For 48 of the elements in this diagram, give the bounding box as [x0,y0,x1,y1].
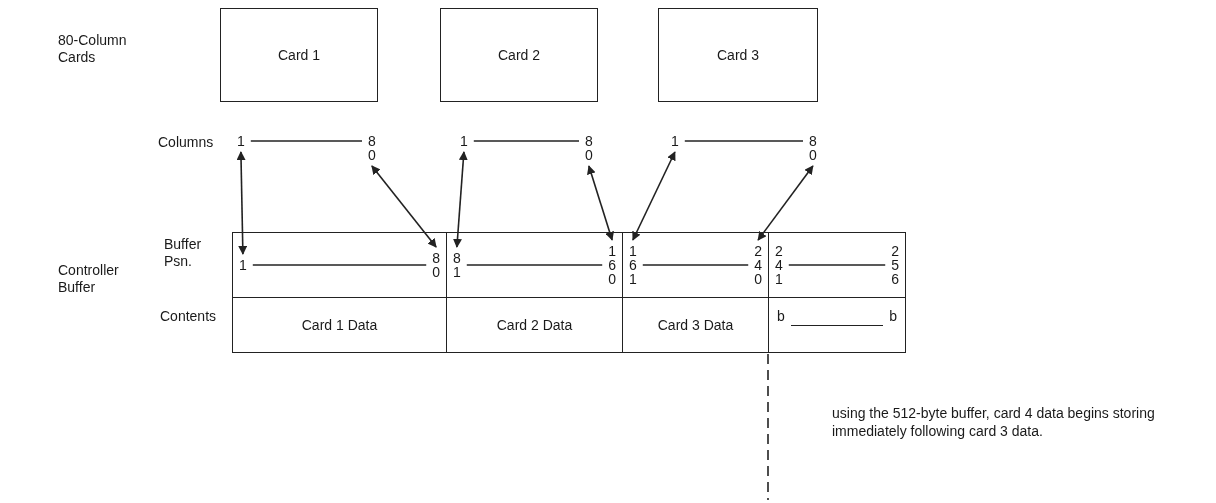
row-label: Controller Buffer [58,262,120,296]
position-number: 241 [775,244,783,286]
cell-text: b [777,308,785,324]
range-line [465,264,603,266]
double-arrow [371,165,437,248]
cell-text: Card 2 Data [496,317,573,333]
cell-text: Card 3 Data [657,317,734,333]
card-label: Card 2 [498,47,540,63]
range-line [473,140,580,142]
row-label: Contents [160,308,217,325]
range-line [642,264,749,266]
position-number: 80 [809,134,817,162]
note-text: using the 512-byte buffer, card 4 data begins storing immediately following card 3 data. [832,404,1208,440]
card-label: Card 3 [717,47,759,63]
range-line [250,140,363,142]
contents-cell [768,297,906,353]
card-label: Card 1 [278,47,320,63]
range-line [788,264,886,266]
row-label: Buffer Psn. [164,236,203,270]
buffer-position-cell [232,232,447,298]
contents-cell [232,297,447,353]
position-number: 1 [671,134,679,148]
double-arrow [453,151,468,248]
position-number: 1 [239,258,247,272]
position-number: 80 [585,134,593,162]
range-line [684,140,804,142]
position-number: 80 [368,134,376,162]
double-arrow [632,151,676,241]
double-arrow [587,165,614,241]
position-number: 1 [237,134,245,148]
row-label: 80-Column Cards [58,32,128,66]
position-number: 256 [891,244,899,286]
card-box [220,8,378,102]
position-number: 160 [608,244,616,286]
cell-text: b [889,308,897,324]
card-box [440,8,598,102]
position-number: 1 [460,134,468,148]
double-arrow [236,151,248,255]
range-line [252,264,428,266]
row-label: Columns [158,134,214,151]
cell-text: Card 1 Data [301,317,378,333]
double-arrow [757,165,814,241]
card-box [658,8,818,102]
position-number: 161 [629,244,637,286]
position-number: 240 [754,244,762,286]
position-number: 81 [453,251,461,279]
buffer-position-cell [768,232,906,298]
position-number: 80 [432,251,440,279]
